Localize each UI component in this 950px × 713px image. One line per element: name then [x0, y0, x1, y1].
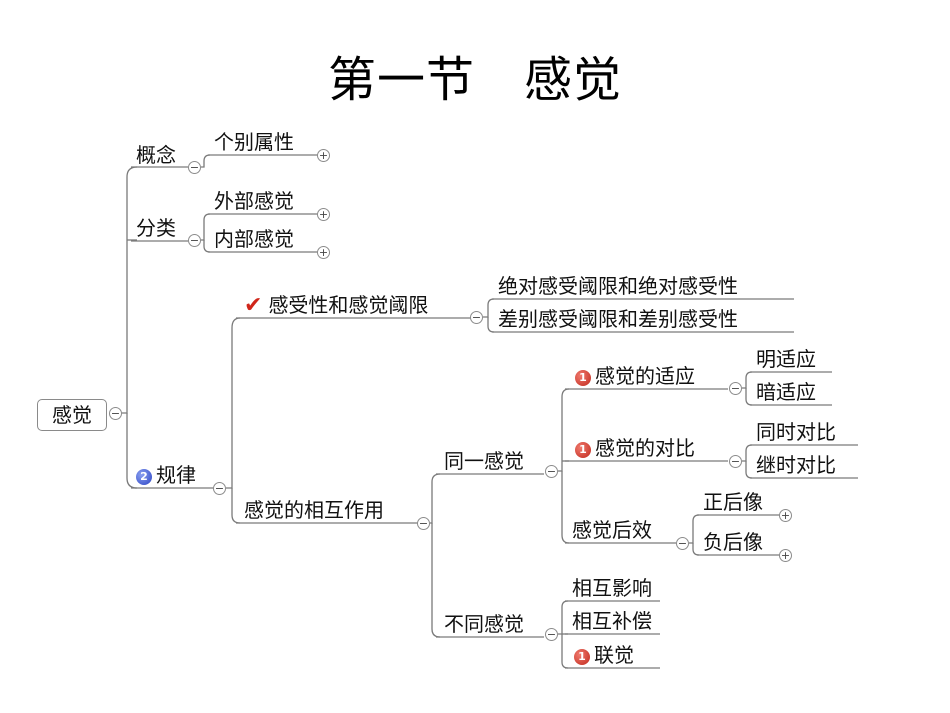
connector — [431, 523, 441, 638]
connector — [561, 634, 569, 669]
connector — [561, 471, 570, 544]
collapse-toggle-icon[interactable]: − — [729, 455, 742, 468]
collapse-toggle-icon[interactable]: − — [545, 465, 558, 478]
node-label: 联觉 — [594, 643, 634, 667]
collapse-toggle-icon[interactable]: − — [213, 482, 226, 495]
collapse-toggle-icon[interactable]: − — [188, 234, 201, 247]
connector — [558, 600, 569, 635]
connector — [121, 166, 138, 414]
connector — [430, 473, 441, 524]
node-label: 感受性和感觉阈限 — [268, 293, 429, 317]
node-individual-attributes[interactable]: 个别属性 — [214, 130, 294, 154]
page-title: 第一节 感觉 — [327, 52, 622, 108]
node-internal-sensation[interactable]: 内部感觉 — [214, 227, 294, 251]
connector — [203, 240, 211, 253]
connector — [745, 461, 753, 479]
node-label: 感觉的适应 — [595, 364, 695, 388]
connector — [201, 213, 211, 241]
node-mutual-influence[interactable]: 相互影响 — [572, 576, 652, 600]
connector — [742, 371, 753, 389]
priority-1-icon: 1 — [574, 649, 590, 665]
node-differential-threshold[interactable]: 差别感受阈限和差别感受性 — [498, 307, 738, 331]
node-concept[interactable]: 概念 — [136, 143, 176, 167]
connector — [558, 388, 570, 472]
node-simultaneous-contrast[interactable]: 同时对比 — [756, 420, 836, 444]
expand-toggle-icon[interactable]: + — [317, 208, 330, 221]
connector — [487, 317, 495, 333]
checkmark-icon: ✔ — [244, 293, 263, 318]
node-label: 感觉的对比 — [595, 436, 695, 460]
connector — [742, 444, 753, 462]
node-dark-adaptation[interactable]: 暗适应 — [756, 380, 816, 404]
expand-toggle-icon[interactable]: + — [317, 246, 330, 259]
collapse-toggle-icon[interactable]: − — [188, 161, 201, 174]
node-negative-afterimage[interactable]: 负后像 — [703, 530, 763, 554]
expand-toggle-icon[interactable]: + — [779, 509, 792, 522]
node-same-sensation[interactable]: 同一感觉 — [444, 449, 524, 473]
collapse-toggle-icon[interactable]: − — [729, 382, 742, 395]
connector — [126, 413, 138, 489]
connector — [231, 488, 241, 524]
root-node[interactable]: 感觉 — [37, 399, 107, 431]
priority-1-icon: 1 — [575, 370, 591, 386]
collapse-toggle-icon[interactable]: − — [109, 407, 122, 420]
connector — [745, 388, 753, 406]
connector — [226, 317, 241, 489]
node-aftereffect[interactable]: 感觉后效 — [572, 518, 652, 542]
collapse-toggle-icon[interactable]: − — [470, 311, 483, 324]
node-positive-afterimage[interactable]: 正后像 — [703, 490, 763, 514]
node-light-adaptation[interactable]: 明适应 — [756, 347, 816, 371]
collapse-toggle-icon[interactable]: − — [676, 537, 689, 550]
collapse-toggle-icon[interactable]: − — [417, 517, 430, 530]
node-absolute-threshold[interactable]: 绝对感受阈限和绝对感受性 — [498, 274, 738, 298]
connector — [201, 154, 211, 168]
node-successive-contrast[interactable]: 继时对比 — [756, 453, 836, 477]
collapse-toggle-icon[interactable]: − — [545, 628, 558, 641]
mind-map-canvas — [34, 114, 882, 680]
connector — [689, 514, 700, 544]
priority-2-icon: 2 — [136, 469, 152, 485]
expand-toggle-icon[interactable]: + — [317, 149, 330, 162]
node-sensitivity-threshold[interactable]: ✔感受性和感觉阈限 — [244, 293, 428, 318]
node-mutual-compensation[interactable]: 相互补偿 — [572, 609, 652, 633]
expand-toggle-icon[interactable]: + — [779, 549, 792, 562]
connector — [692, 543, 700, 556]
connector — [483, 298, 495, 318]
node-different-sensation[interactable]: 不同感觉 — [444, 612, 524, 636]
node-external-sensation[interactable]: 外部感觉 — [214, 189, 294, 213]
node-label: 规律 — [156, 463, 196, 487]
node-sensory-interaction[interactable]: 感觉的相互作用 — [244, 498, 384, 522]
priority-1-icon: 1 — [575, 442, 591, 458]
node-classification[interactable]: 分类 — [136, 216, 176, 240]
